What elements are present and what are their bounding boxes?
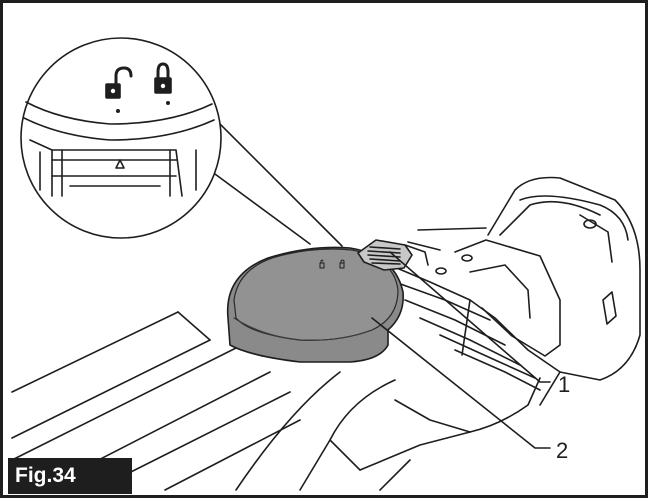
tool-body [391, 176, 641, 433]
lock-lever [357, 239, 429, 271]
lock-icon [154, 62, 172, 105]
unlock-icon [105, 66, 133, 113]
callout-2-leader [371, 317, 551, 449]
magnifier-line-upper [207, 111, 343, 247]
arrow-mark-icon [115, 159, 125, 169]
cover-lock-mark-icon [319, 259, 325, 269]
callout-1-leader [389, 251, 551, 383]
callout-2-label: 2 [556, 438, 569, 463]
cover-lock-mark-icon-2 [339, 259, 345, 269]
battery-cover [226, 246, 405, 363]
callout-1-label: 1 [558, 372, 571, 397]
figure-label: Fig.34 [8, 458, 132, 494]
